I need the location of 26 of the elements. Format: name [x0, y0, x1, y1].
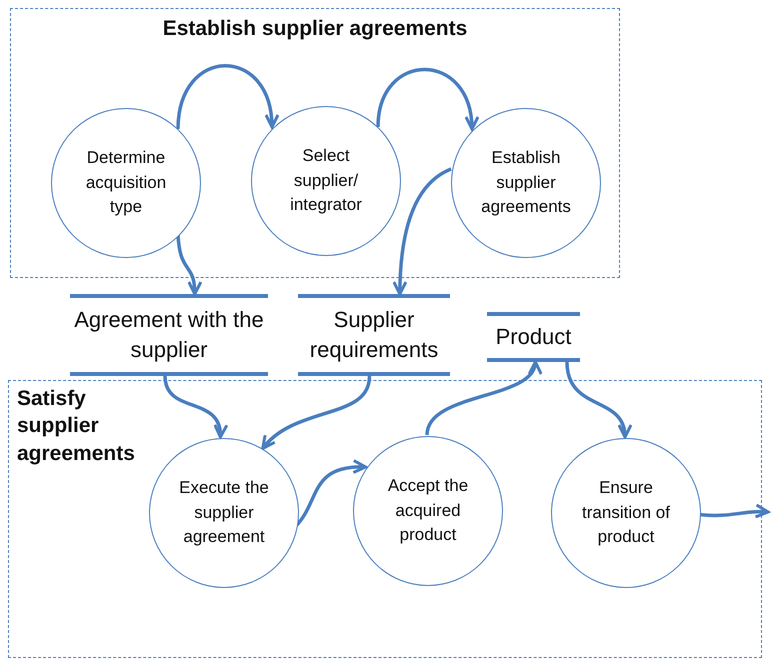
curved-arrow	[176, 234, 202, 296]
group-heading: Establish supplier agreements	[162, 16, 468, 42]
curved-arrow	[425, 360, 540, 436]
group-heading: Satisfy supplier agreements	[17, 386, 136, 467]
curved-arrow	[376, 68, 478, 130]
store-label: Agreement with the supplier	[73, 306, 265, 364]
store-label: Product	[496, 323, 572, 352]
process-label: Accept the acquired product	[386, 475, 470, 546]
curved-arrow	[392, 167, 452, 296]
data-store	[298, 294, 450, 376]
process-label: Select supplier/ integrator	[289, 145, 363, 216]
curved-arrow	[565, 362, 631, 438]
curved-arrow	[176, 64, 278, 130]
process-label: Establish supplier agreements	[480, 147, 572, 218]
data-store	[70, 294, 268, 376]
dashed-group-frame	[8, 380, 762, 658]
curved-arrow	[296, 460, 368, 526]
curved-arrow	[261, 376, 372, 450]
process-label: Determine acquisition type	[84, 147, 168, 218]
dashed-group-frame	[10, 8, 620, 278]
store-label: Supplier requirements	[308, 306, 440, 364]
curved-arrow	[163, 376, 227, 439]
data-store	[487, 312, 580, 362]
process-label: Execute the supplier agreement	[178, 477, 270, 548]
process-label: Ensure transition of product	[581, 477, 671, 548]
curved-arrow	[700, 504, 770, 519]
